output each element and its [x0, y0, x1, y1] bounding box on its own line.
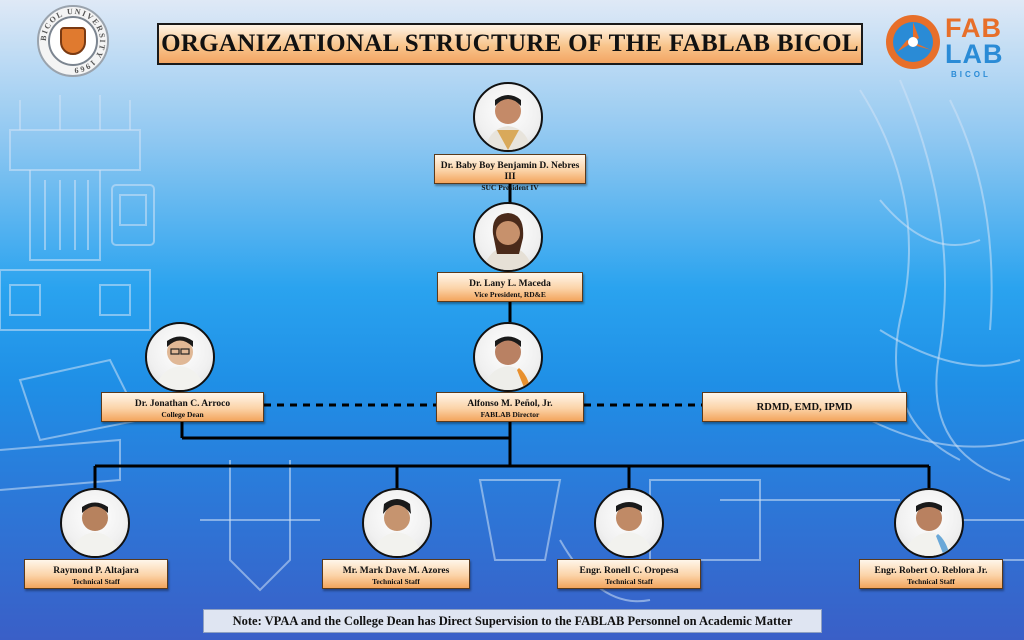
university-seal-logo: BICOL UNIVERSITY 1969	[37, 5, 109, 77]
vice-president-box: Dr. Lany L. Maceda Vice President, RD&E	[437, 272, 583, 302]
president-role: SUC President IV	[481, 183, 539, 192]
staff-photo-altajara	[60, 488, 130, 558]
president-box: Dr. Baby Boy Benjamin D. Nebres III SUC …	[434, 154, 586, 192]
director-role: FABLAB Director	[480, 410, 540, 419]
president-name: Dr. Baby Boy Benjamin D. Nebres III	[440, 161, 580, 182]
dean-role: College Dean	[161, 410, 204, 419]
staff-photo-oropesa	[594, 488, 664, 558]
director-photo	[473, 322, 543, 392]
staff-role: Technical Staff	[72, 577, 120, 586]
dean-photo	[145, 322, 215, 392]
staff-photo-azores	[362, 488, 432, 558]
staff-box-altajara: Raymond P. Altajara Technical Staff	[24, 559, 168, 589]
vice-president-photo	[473, 202, 543, 272]
director-box: Alfonso M. Peñol, Jr. FABLAB Director	[436, 392, 584, 422]
staff-role: Technical Staff	[605, 577, 653, 586]
staff-role: Technical Staff	[372, 577, 420, 586]
staff-box-reblora: Engr. Robert O. Reblora Jr. Technical St…	[859, 559, 1003, 589]
staff-name: Engr. Robert O. Reblora Jr.	[874, 566, 988, 576]
supervision-note: Note: VPAA and the College Dean has Dire…	[203, 609, 822, 633]
page-title: ORGANIZATIONAL STRUCTURE OF THE FABLAB B…	[157, 23, 863, 65]
vice-president-role: Vice President, RD&E	[474, 290, 546, 299]
dean-box: Dr. Jonathan C. Arroco College Dean	[101, 392, 264, 422]
offices-box: RDMD, EMD, IPMD	[702, 392, 907, 422]
dean-name: Dr. Jonathan C. Arroco	[134, 399, 231, 409]
staff-box-azores: Mr. Mark Dave M. Azores Technical Staff	[322, 559, 470, 589]
fablab-logo-icon	[886, 15, 940, 69]
fablab-bicol-logo: FAB LAB BICOL	[885, 14, 1010, 79]
vice-president-name: Dr. Lany L. Maceda	[469, 279, 551, 289]
offices-name: RDMD, EMD, IPMD	[756, 402, 853, 413]
staff-photo-reblora	[894, 488, 964, 558]
staff-box-oropesa: Engr. Ronell C. Oropesa Technical Staff	[557, 559, 701, 589]
staff-name: Raymond P. Altajara	[53, 566, 139, 576]
staff-name: Mr. Mark Dave M. Azores	[342, 566, 450, 576]
staff-role: Technical Staff	[907, 577, 955, 586]
staff-name: Engr. Ronell C. Oropesa	[579, 566, 679, 576]
president-photo	[473, 82, 543, 152]
director-name: Alfonso M. Peñol, Jr.	[467, 399, 553, 409]
